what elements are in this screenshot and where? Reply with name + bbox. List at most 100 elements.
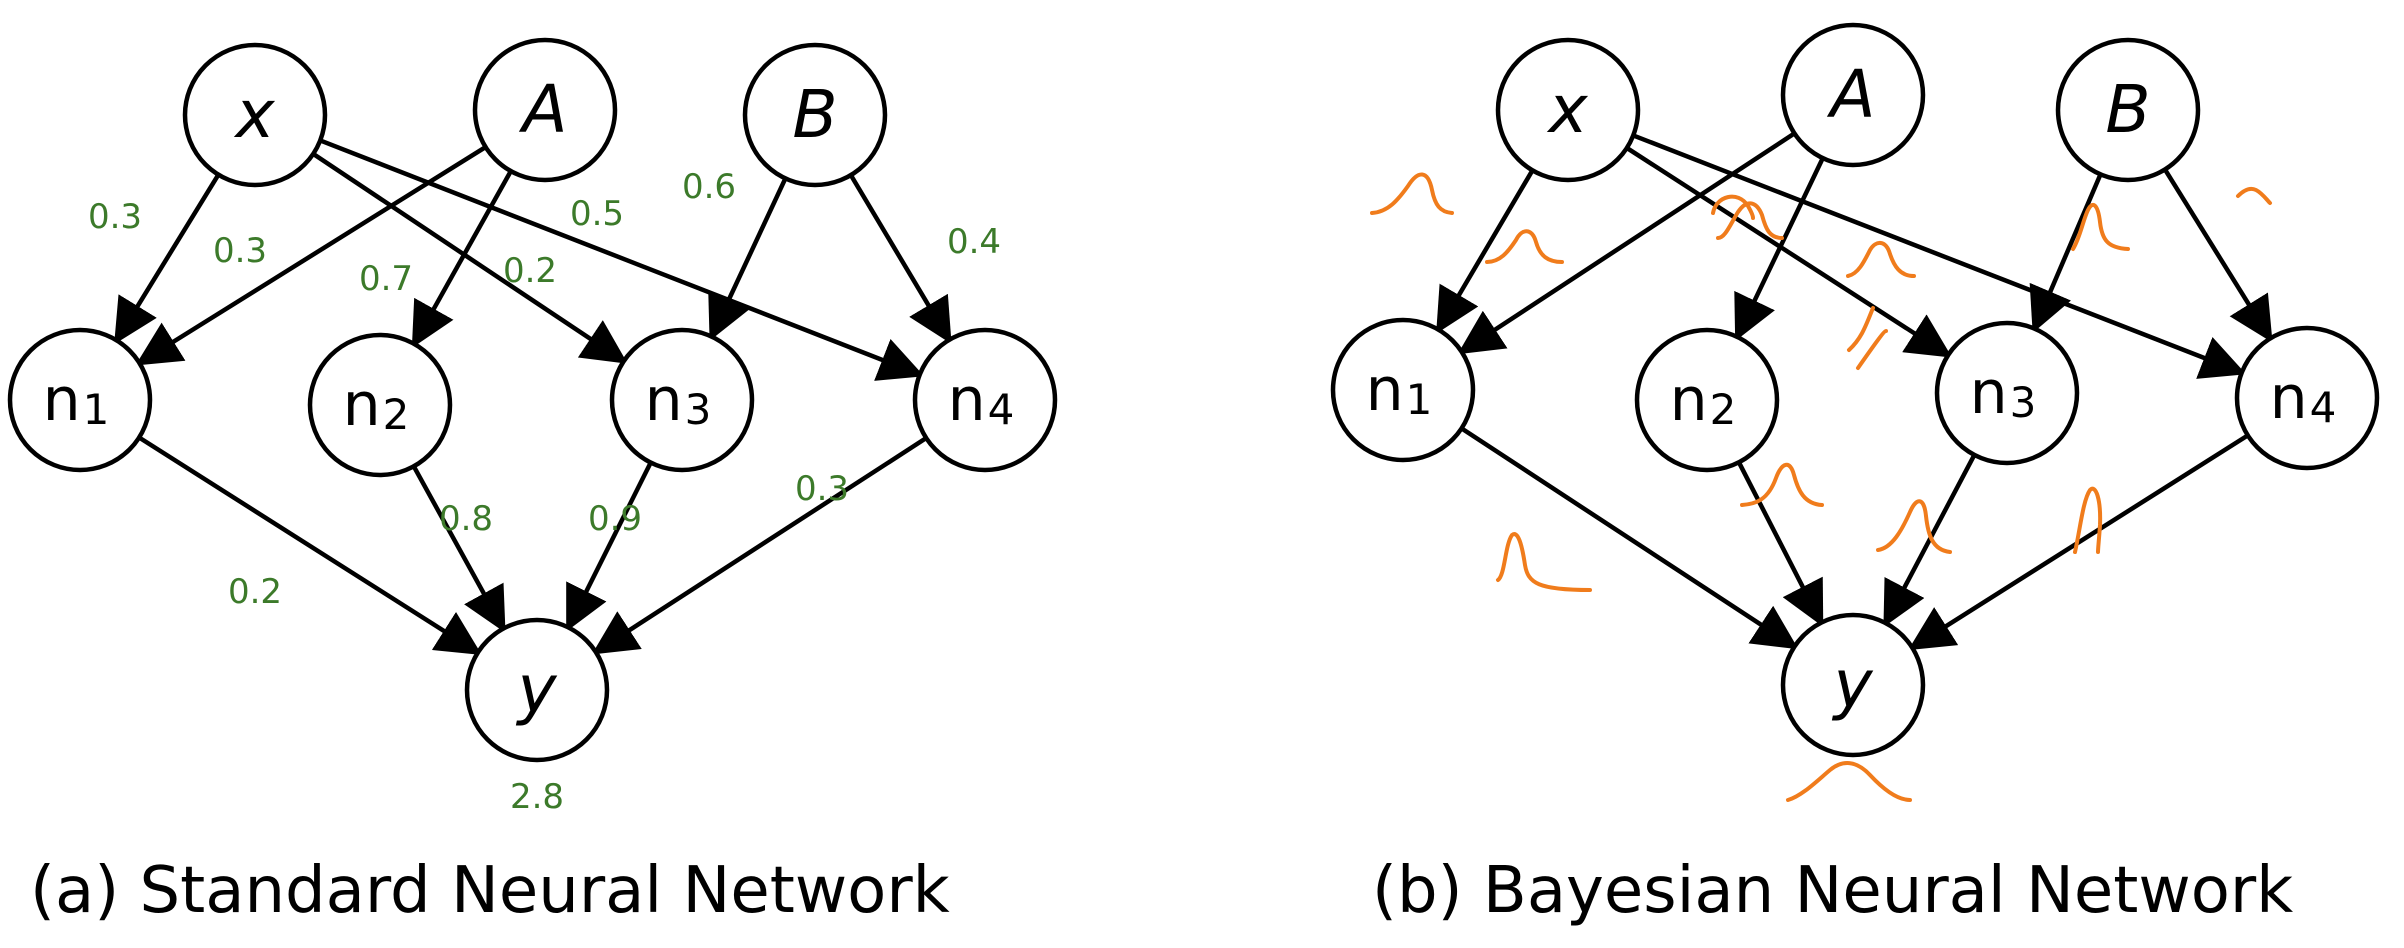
edge-A-to-n2 — [1734, 157, 1825, 342]
node-label-base: n — [1970, 358, 2008, 428]
node-label-base: n — [1366, 355, 1404, 425]
node-A: A — [472, 37, 618, 183]
node-label-base: n — [948, 365, 986, 435]
node-y-circle — [1780, 612, 1926, 758]
node-label-base: n — [1670, 365, 1708, 435]
node-n4: n4 — [2234, 325, 2380, 471]
node-A-label: A — [1826, 56, 1875, 133]
node-n3-circle — [609, 327, 755, 473]
weight-label-x-n4: 0.5 — [570, 194, 624, 234]
weight-label-x-n3: 0.2 — [503, 251, 557, 291]
edge-n4-to-y — [1908, 433, 2250, 651]
node-n1-circle — [7, 327, 153, 473]
node-B-circle — [742, 42, 888, 188]
weight-label-A-n1: 0.3 — [213, 231, 267, 271]
edge-n3-to-y — [566, 461, 653, 632]
panel-caption: (b) Bayesian Neural Network — [1372, 854, 2293, 928]
node-label-subscript: 3 — [2010, 378, 2037, 427]
edge-A-to-n2 — [411, 169, 513, 349]
edge-n2-to-y — [411, 465, 506, 633]
distribution-curve — [1876, 499, 1952, 554]
node-n4: n4 — [912, 327, 1058, 473]
node-n4-label: n4 — [2270, 363, 2337, 433]
node-n2: n2 — [307, 332, 453, 478]
node-label-base: n — [2270, 363, 2308, 433]
node-n3-label: n3 — [1970, 358, 2037, 428]
node-n4-circle — [2234, 325, 2380, 471]
node-n4-circle — [912, 327, 1058, 473]
edge-x-to-n1 — [1436, 169, 1535, 334]
distribution-curve — [1370, 172, 1454, 215]
node-A-label: A — [518, 71, 567, 148]
node-x-circle — [182, 42, 328, 188]
node-label-subscript: 2 — [383, 390, 410, 439]
weight-label-n1-y: 0.2 — [228, 572, 282, 612]
edge-n1-to-y — [137, 435, 482, 656]
node-label-base: n — [343, 370, 381, 440]
edge-x-to-n4 — [319, 138, 925, 381]
edge-n1-to-y — [1460, 426, 1799, 650]
distribution-curve — [1846, 241, 1916, 278]
edge-A-to-n1 — [1457, 131, 1796, 355]
node-B-circle — [2055, 37, 2201, 183]
node-n2-circle — [1634, 327, 1780, 473]
weight-label-n2-y: 0.8 — [439, 499, 493, 539]
node-x-circle — [1495, 37, 1641, 183]
node-label-subscript: 2 — [1710, 385, 1737, 434]
weight-label-A-n2: 0.7 — [359, 259, 413, 299]
node-n2-label: n2 — [1670, 365, 1737, 435]
node-y-circle — [464, 617, 610, 763]
node-x: x — [1495, 37, 1641, 183]
distribution-curve — [2073, 486, 2103, 554]
weight-label-n3-y: 0.9 — [588, 499, 642, 539]
node-label-subscript: 1 — [1406, 375, 1433, 424]
node-y-label: y — [1831, 646, 1873, 723]
node-label-subscript: 1 — [83, 385, 110, 434]
panel-caption: (a) Standard Neural Network — [30, 854, 950, 928]
distribution-curve — [1716, 201, 1784, 240]
distribution-curve — [1740, 462, 1824, 507]
node-n1-circle — [1330, 317, 1476, 463]
node-n3: n3 — [609, 327, 755, 473]
distribution-curve — [2071, 202, 2130, 251]
node-label-base: n — [43, 365, 81, 435]
node-B-label: B — [2105, 71, 2150, 148]
node-n1: n1 — [7, 327, 153, 473]
weight-label-n4-y: 0.3 — [795, 469, 849, 509]
node-x-label: x — [1546, 71, 1588, 148]
node-B: B — [2055, 37, 2201, 183]
edge-B-to-n4 — [2163, 168, 2273, 343]
node-n4-label: n4 — [948, 365, 1015, 435]
edges — [114, 138, 952, 656]
node-A-circle — [472, 37, 618, 183]
node-label-subscript: 4 — [2310, 383, 2337, 432]
edge-x-to-n3 — [311, 151, 628, 364]
node-label-base: n — [645, 365, 683, 435]
weight-label-B-n3: 0.6 — [682, 167, 736, 207]
weight-distribution-curves — [1370, 172, 2272, 802]
edge-x-to-n1 — [114, 173, 221, 345]
node-n1-label: n1 — [1366, 355, 1433, 425]
edges — [1436, 131, 2273, 651]
node-n2: n2 — [1634, 327, 1780, 473]
node-x-label: x — [233, 76, 275, 153]
output-value-label: 2.8 — [510, 777, 564, 817]
edge-B-to-n3 — [708, 177, 788, 341]
edge-n2-to-y — [1736, 461, 1824, 627]
edge-A-to-n1 — [135, 145, 487, 366]
node-n2-label: n2 — [343, 370, 410, 440]
node-n3-circle — [1934, 320, 2080, 466]
edge-x-to-n3 — [1625, 146, 1953, 358]
distribution-curve — [2236, 186, 2272, 205]
node-A: A — [1780, 22, 1926, 168]
node-n1-label: n1 — [43, 365, 110, 435]
node-A-circle — [1780, 22, 1926, 168]
edge-B-to-n3 — [2029, 173, 2103, 334]
distribution-curve — [1496, 532, 1592, 592]
